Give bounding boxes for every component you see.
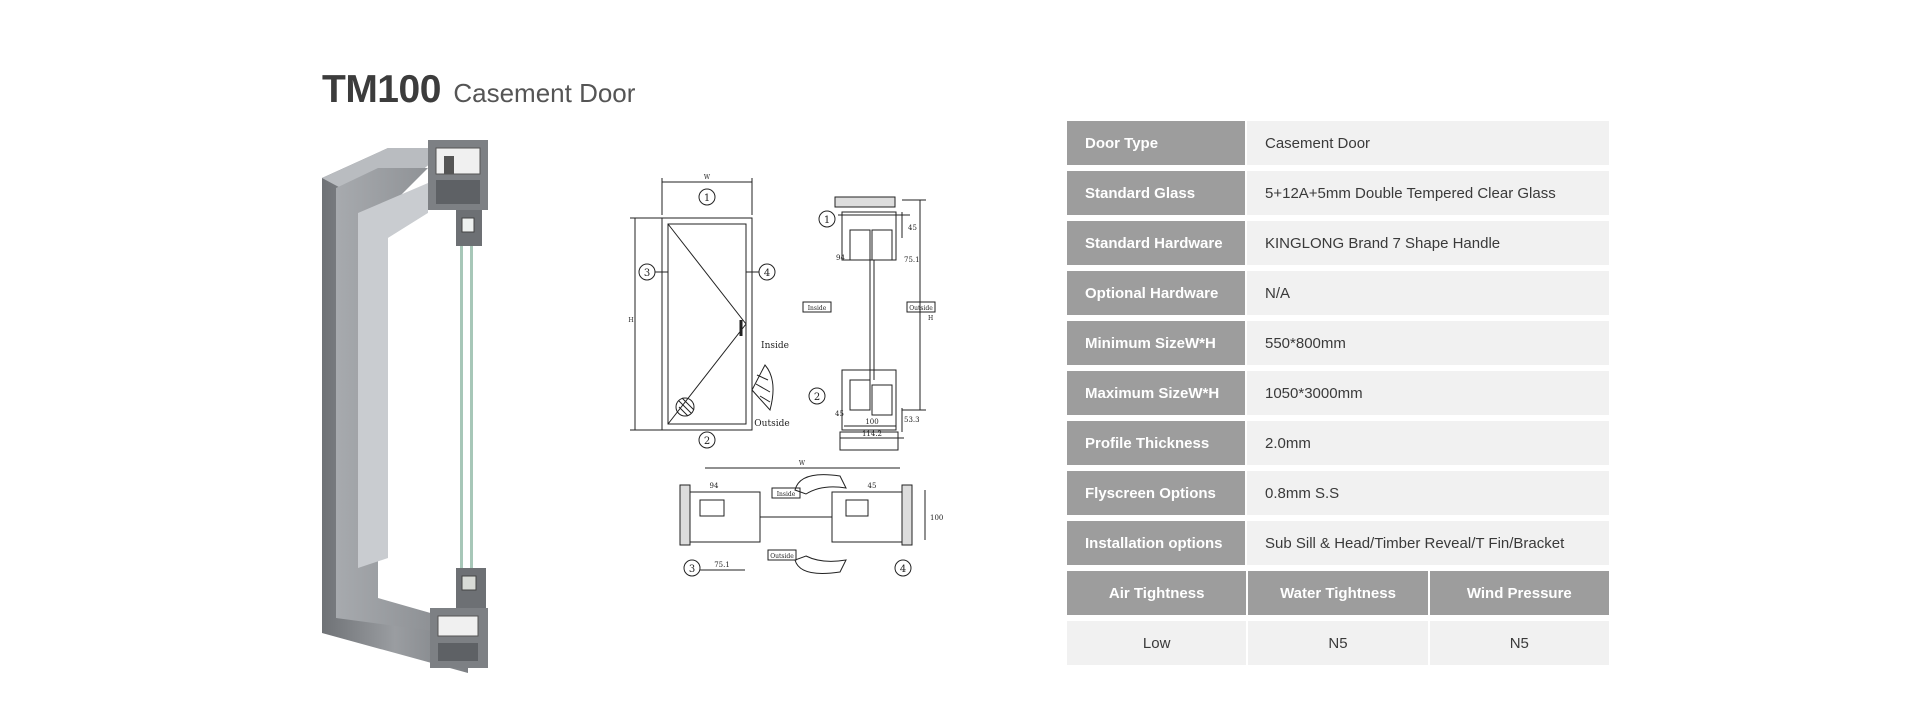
spec-table: Door Type Casement Door Standard Glass 5… (1067, 121, 1609, 671)
dim-75-1-vertical: 75.1 (904, 256, 920, 264)
spec-label: Optional Hardware (1067, 271, 1245, 315)
dim-114-2: 114.2 (862, 430, 882, 438)
dim-45-vertical: 45 (908, 224, 917, 232)
spec-label: Installation options (1067, 521, 1245, 565)
spec-label: Standard Glass (1067, 171, 1245, 215)
spec-row-installation-options: Installation options Sub Sill & Head/Tim… (1067, 521, 1609, 565)
spec-row-door-type: Door Type Casement Door (1067, 121, 1609, 165)
label-w-front: W (704, 174, 711, 181)
dim-100-vertical: 100 (865, 418, 878, 426)
label-inside-vertical: Inside (808, 305, 827, 312)
spec-value: Sub Sill & Head/Timber Reveal/T Fin/Brac… (1247, 521, 1609, 565)
callout-3: 3 (644, 268, 650, 279)
spec-value: 5+12A+5mm Double Tempered Clear Glass (1247, 171, 1609, 215)
spec-value: 1050*3000mm (1247, 371, 1609, 415)
callout-2: 2 (704, 436, 710, 447)
label-inside-swing: Inside (761, 341, 789, 351)
spec-row-optional-hardware: Optional Hardware N/A (1067, 271, 1609, 315)
spec-label: Door Type (1067, 121, 1245, 165)
spec-value: 0.8mm S.S (1247, 471, 1609, 515)
label-outside-vertical: Outside (909, 305, 933, 312)
performance-header-row: Air Tightness Water Tightness Wind Press… (1067, 571, 1609, 615)
callout-4: 4 (764, 268, 770, 279)
callout-2-section: 2 (814, 392, 820, 403)
dim-75-1-horizontal: 75.1 (714, 561, 730, 569)
spec-row-profile-thickness: Profile Thickness 2.0mm (1067, 421, 1609, 465)
spec-label: Maximum SizeW*H (1067, 371, 1245, 415)
performance-header-wind: Wind Pressure (1429, 571, 1609, 615)
callout-1-section: 1 (824, 215, 830, 226)
dim-53-3: 53.3 (904, 416, 920, 424)
dim-94-horizontal: 94 (710, 482, 719, 490)
spec-value: 2.0mm (1247, 421, 1609, 465)
callout-4-horizontal: 4 (900, 564, 906, 575)
performance-value-row: Low N5 N5 (1067, 621, 1609, 665)
spec-label: Profile Thickness (1067, 421, 1245, 465)
spec-label: Minimum SizeW*H (1067, 321, 1245, 365)
performance-header-water: Water Tightness (1248, 571, 1428, 615)
label-h-front: H (628, 317, 633, 324)
callout-1: 1 (704, 193, 710, 204)
dim-45-bottom: 45 (835, 410, 844, 418)
model-number: TM100 (322, 68, 441, 111)
spec-label: Standard Hardware (1067, 221, 1245, 265)
product-title: TM100 Casement Door (322, 68, 635, 112)
spec-value: 550*800mm (1247, 321, 1609, 365)
spec-row-standard-glass: Standard Glass 5+12A+5mm Double Tempered… (1067, 171, 1609, 215)
spec-row-standard-hardware: Standard Hardware KINGLONG Brand 7 Shape… (1067, 221, 1609, 265)
performance-header-air: Air Tightness (1067, 571, 1247, 615)
performance-value-water: N5 (1248, 621, 1428, 665)
spec-value: N/A (1247, 271, 1609, 315)
spec-row-flyscreen-options: Flyscreen Options 0.8mm S.S (1067, 471, 1609, 515)
door-profile-illustration (322, 140, 488, 673)
technical-drawings: 1 3 4 2 W H Inside Outside 1 2 Inside Ou… (628, 174, 943, 577)
spec-value: Casement Door (1247, 121, 1609, 165)
callout-3-horizontal: 3 (689, 564, 695, 575)
product-subtitle: Casement Door (453, 78, 636, 108)
label-h-vertical: H (928, 315, 933, 322)
dim-100-horizontal: 100 (930, 514, 943, 522)
dim-45-horizontal: 45 (868, 482, 877, 490)
performance-value-air: Low (1067, 621, 1247, 665)
spec-row-minimum-size: Minimum SizeW*H 550*800mm (1067, 321, 1609, 365)
performance-value-wind: N5 (1429, 621, 1609, 665)
spec-value: KINGLONG Brand 7 Shape Handle (1247, 221, 1609, 265)
label-inside-horizontal: Inside (777, 491, 796, 498)
label-w-horizontal: W (799, 460, 806, 467)
dim-94-vertical: 94 (836, 254, 845, 262)
spec-label: Flyscreen Options (1067, 471, 1245, 515)
spec-row-maximum-size: Maximum SizeW*H 1050*3000mm (1067, 371, 1609, 415)
label-outside-swing: Outside (754, 419, 789, 429)
label-outside-horizontal: Outside (770, 553, 794, 560)
